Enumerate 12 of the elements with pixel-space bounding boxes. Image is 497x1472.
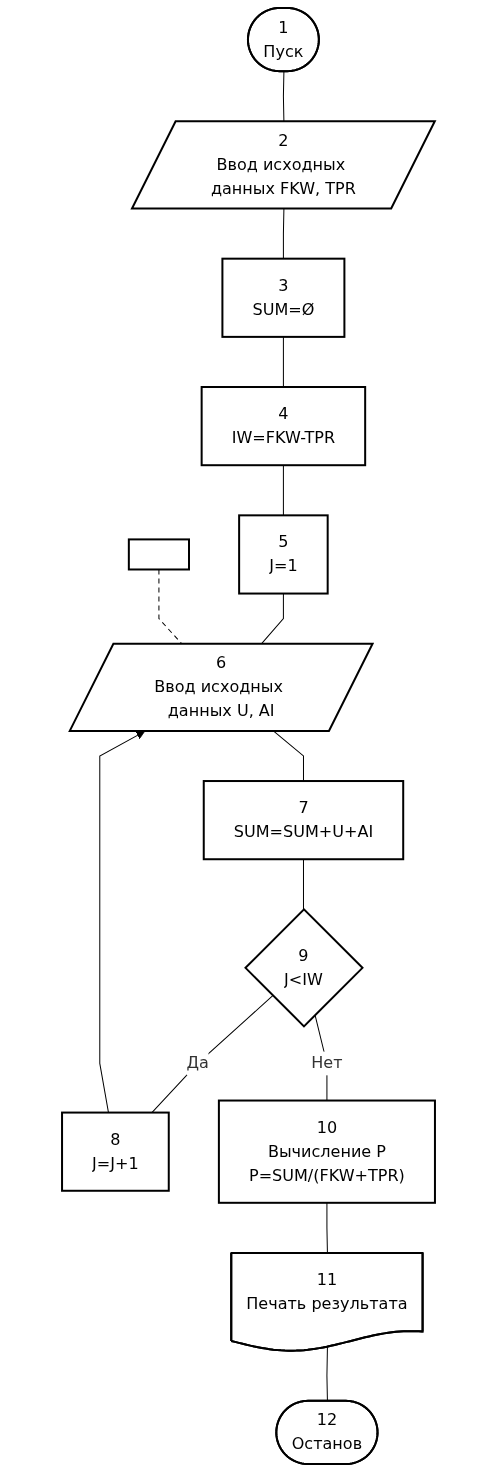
- node-box: [127, 538, 190, 571]
- node-box: [238, 514, 329, 595]
- node-box: [61, 1111, 170, 1192]
- edge-label: Да: [186, 1053, 209, 1073]
- node-box: [202, 780, 405, 861]
- connector: [273, 730, 304, 782]
- edge-label: Нет: [311, 1053, 343, 1073]
- node-diamond: [244, 907, 364, 1028]
- node-box: [221, 257, 346, 338]
- node-box: [200, 386, 367, 467]
- node-box: [217, 1099, 436, 1204]
- connector: [282, 336, 284, 388]
